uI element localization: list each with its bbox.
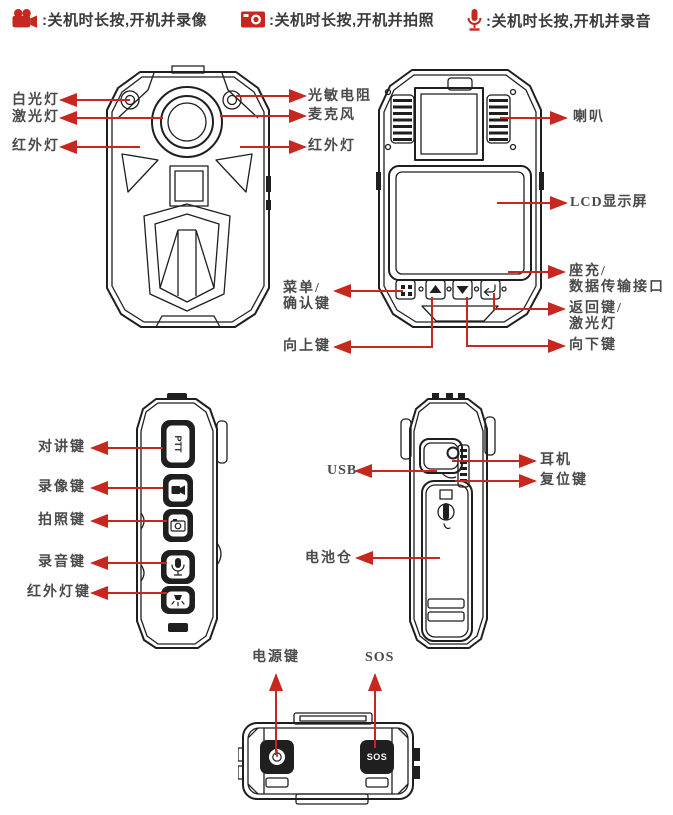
photo-camera-icon [240,8,266,30]
label-return-line2: 激光灯 [569,317,617,332]
label-menu-line1: 菜单/ [283,281,321,296]
label-down-key: 向下键 [569,338,617,353]
label-ptt-key: 对讲键 [38,440,86,455]
right-side-view-drawing [400,393,496,649]
label-dock-line2: 数据传输接口 [569,280,665,295]
up-button-drawing [425,279,446,300]
sos-button-label: SOS [367,752,388,762]
label-reset-key: 复位键 [540,473,588,488]
label-dock: 座充/ 数据传输接口 [569,264,665,296]
label-up-key: 向上键 [283,339,331,354]
down-button-drawing [452,279,473,300]
label-power-key: 电源键 [252,650,300,665]
left-side-view-drawing: PTT [136,393,228,649]
photo-button-drawing [163,509,193,542]
video-camera-icon [10,8,39,31]
microphone-icon [466,8,483,32]
lcd-screen [388,165,532,281]
sos-button-drawing: SOS [360,740,394,788]
label-audio-key: 录音键 [38,555,86,570]
battery-door [421,480,473,642]
speaker-grille-left [390,94,415,144]
legend-text: :关机时长按,开机并拍照 [269,11,435,29]
label-white-light: 白光灯 [12,93,60,108]
label-ir-right: 红外灯 [308,139,356,154]
menu-confirm-button-drawing [395,279,416,300]
label-menu-key: 菜单/ 确认键 [283,281,331,313]
camera-lens [151,86,223,158]
top-edge-view-drawing: SOS [238,712,420,805]
label-ir-key: 红外灯键 [27,585,91,600]
photoresistor-led [222,90,242,110]
ir-light-button-drawing [161,586,195,614]
earphone-jack [446,446,460,460]
speaker-grille-right [486,94,511,144]
legend-item-record-audio: :关机时长按,开机并录音 [466,8,651,32]
label-photo-key: 拍照键 [38,513,86,528]
label-sos: SOS [365,650,395,665]
back-view-drawing [376,69,544,328]
label-earphone: 耳机 [540,453,572,468]
label-menu-line2: 确认键 [283,297,331,312]
label-record-key: 录像键 [38,480,86,495]
legend-text: :关机时长按,开机并录像 [42,12,208,29]
legend-item-take-photo: :关机时长按,开机并拍照 [240,8,434,30]
label-usb: USB [327,463,358,478]
label-microphone: 麦克风 [308,108,356,123]
label-return-key: 返回键/ 激光灯 [569,301,623,333]
label-return-line1: 返回键/ [569,301,623,316]
power-button-drawing [260,740,294,788]
ptt-button-drawing: PTT [161,420,195,468]
label-dock-line1: 座充/ [569,264,607,279]
legend-text: :关机时长按,开机并录音 [486,12,652,30]
front-view-drawing [106,65,271,328]
back-button-drawing [480,279,501,300]
label-battery: 电池仓 [305,551,353,566]
record-button-drawing [163,474,193,507]
label-photoresistor: 光敏电阻 [308,89,372,104]
ptt-button-label: PTT [173,436,183,454]
label-speaker: 喇叭 [573,110,605,125]
label-ir-left: 红外灯 [12,139,60,154]
label-laser-light: 激光灯 [12,110,60,125]
camera-housing-back [414,87,484,161]
audio-record-button-drawing [161,550,195,584]
legend-item-record-video: :关机时长按,开机并录像 [10,8,207,31]
label-lcd: LCD显示屏 [570,195,648,210]
